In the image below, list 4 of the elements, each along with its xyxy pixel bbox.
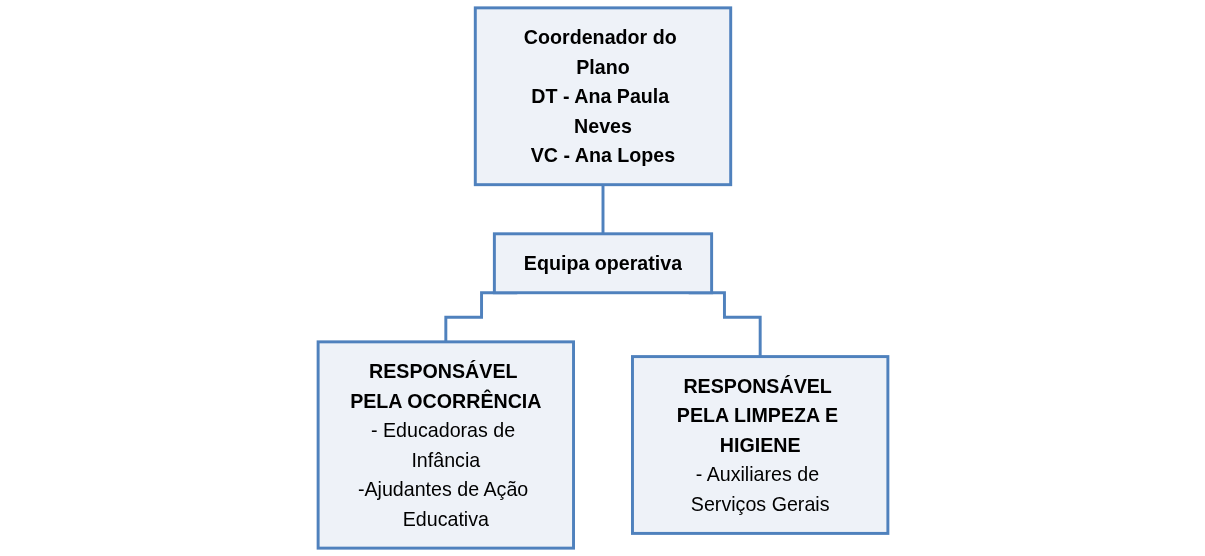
- node-box: RESPONSÁVEL PELA LIMPEZA E HIGIENE - Auxiliares de Serviços Gerais: [630, 355, 889, 535]
- node-box: RESPONSÁVEL PELA OCORRÊNCIA - Educadoras de Infância -Ajudantes de Ação Educativa: [316, 340, 575, 550]
- node-box: Equipa operativa: [492, 232, 713, 295]
- node-box: Coordenador do Plano DT - Ana Paula Neves VC - Ana Lopes: [473, 6, 732, 187]
